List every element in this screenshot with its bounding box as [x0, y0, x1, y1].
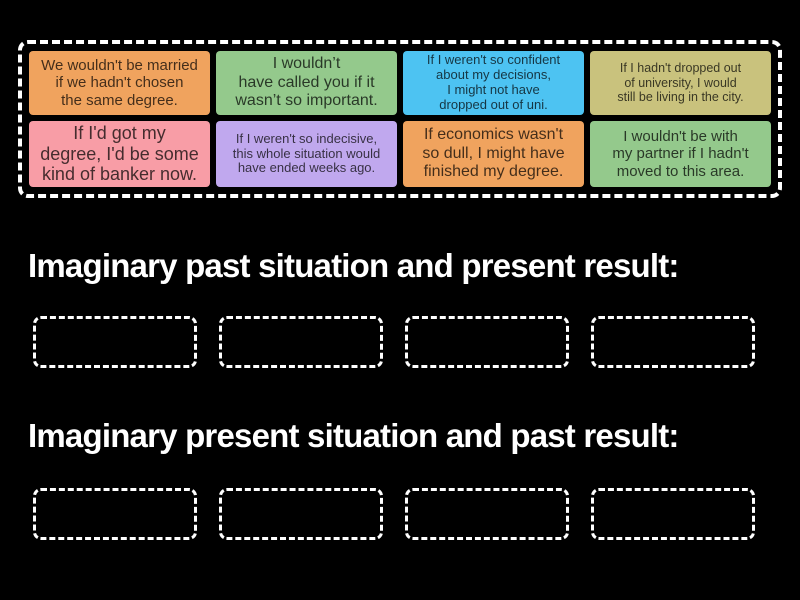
drop-slot[interactable] — [219, 488, 383, 540]
group-title-imaginary-past-situation: Imaginary past situation and present res… — [28, 247, 679, 284]
drop-slot[interactable] — [219, 316, 383, 368]
card[interactable]: I wouldn’t have called you if it wasn’t … — [216, 51, 397, 115]
card[interactable]: We wouldn't be married if we hadn't chos… — [29, 51, 210, 115]
card[interactable]: If I weren't so confident about my decis… — [403, 51, 584, 115]
card[interactable]: If I hadn't dropped out of university, I… — [590, 51, 771, 115]
card[interactable]: I wouldn't be with my partner if I hadn'… — [590, 120, 771, 187]
card[interactable]: If I'd got my degree, I'd be some kind o… — [29, 120, 210, 187]
drop-slot[interactable] — [33, 316, 197, 368]
drop-row-imaginary-present-situation — [33, 488, 755, 540]
drop-slot[interactable] — [591, 316, 755, 368]
drop-slot[interactable] — [591, 488, 755, 540]
card-tray: We wouldn't be married if we hadn't chos… — [18, 40, 782, 198]
drop-slot[interactable] — [33, 488, 197, 540]
card[interactable]: If I weren't so indecisive, this whole s… — [216, 120, 397, 187]
group-title-imaginary-present-situation: Imaginary present situation and past res… — [28, 417, 679, 454]
drop-row-imaginary-past-situation — [33, 316, 755, 368]
card[interactable]: If economics wasn't so dull, I might hav… — [403, 120, 584, 187]
drop-slot[interactable] — [405, 316, 569, 368]
drop-slot[interactable] — [405, 488, 569, 540]
